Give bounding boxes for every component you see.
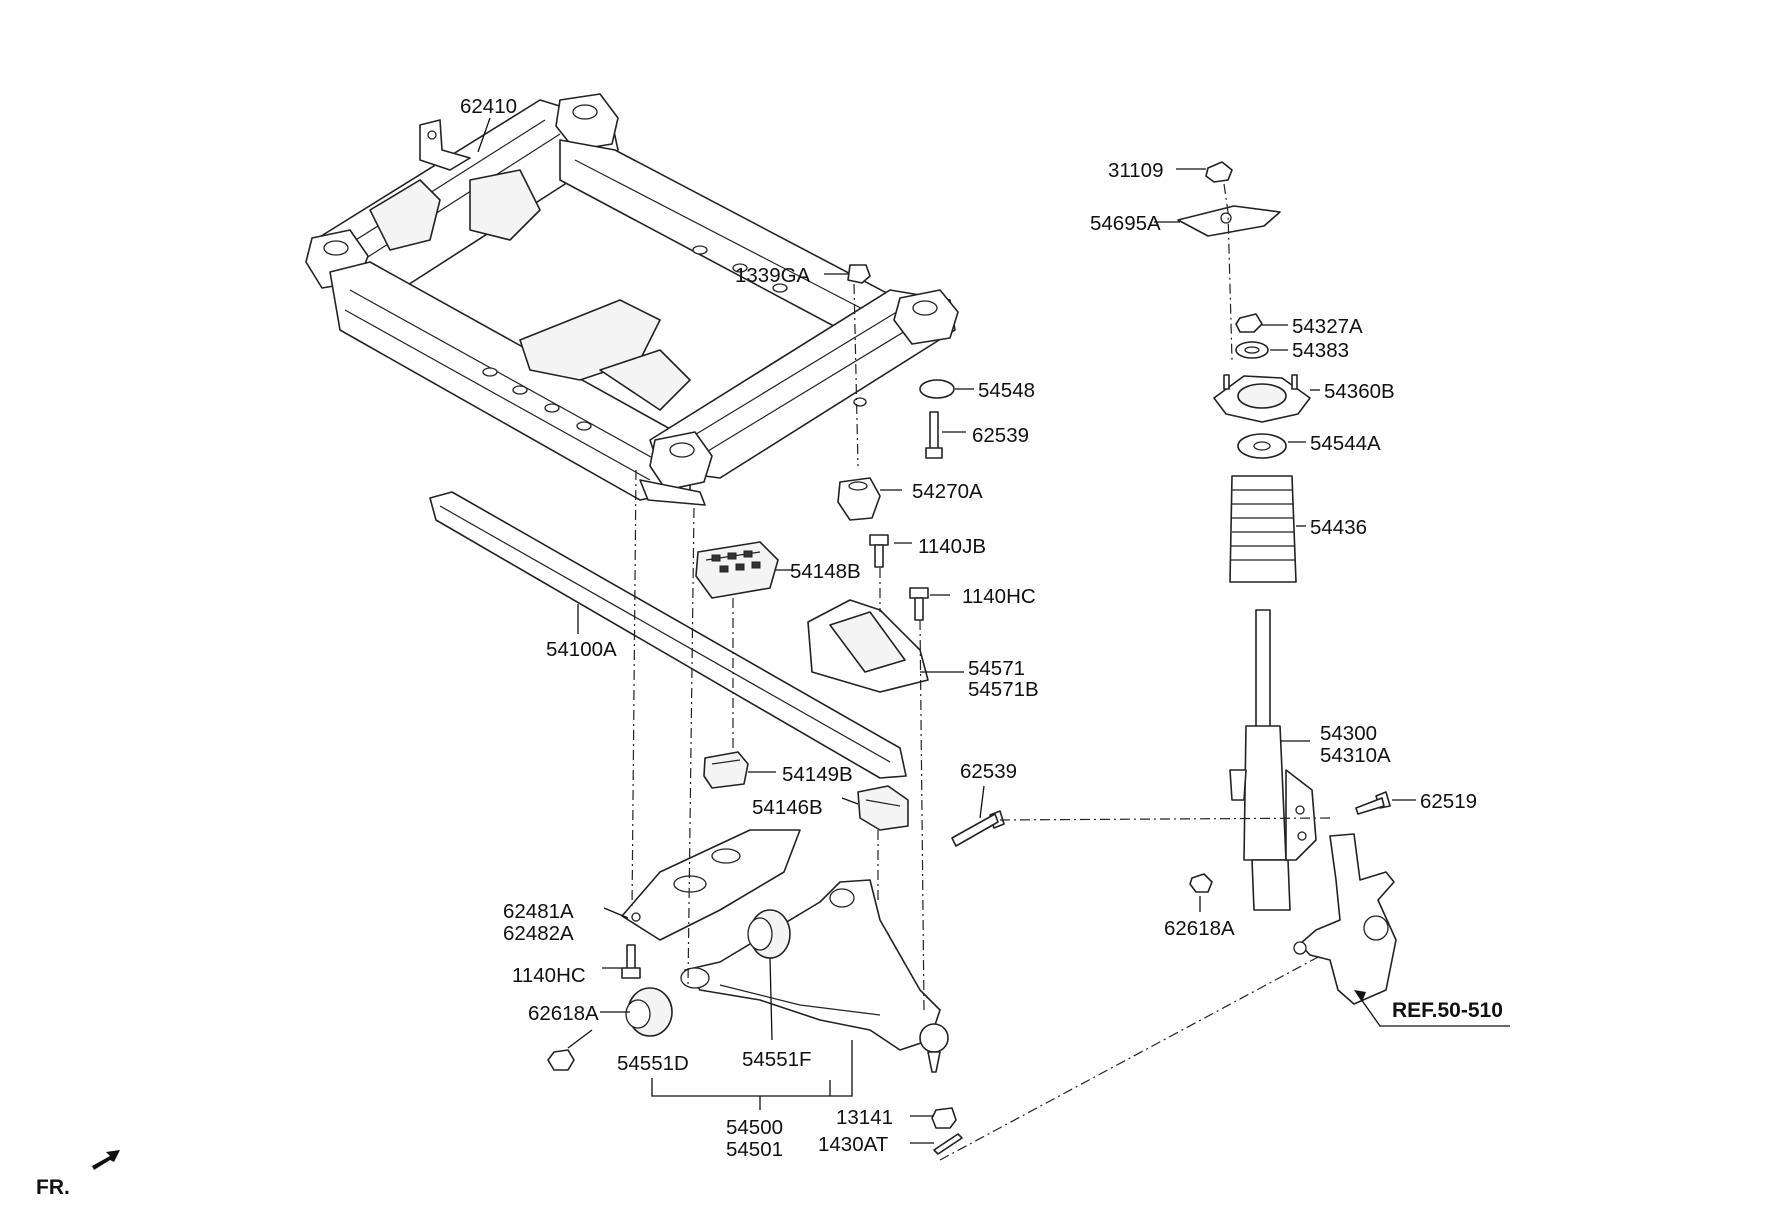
- label-62618A-lower: 62618A: [528, 1002, 599, 1025]
- label-1140HC-lower: 1140HC: [512, 964, 586, 987]
- bushing-54148B: [695, 541, 779, 599]
- bolt-62539-upper: [925, 411, 943, 459]
- bracket-62481A: [621, 829, 801, 941]
- bushing-54551D: [625, 987, 673, 1037]
- label-1140JB: 1140JB: [918, 535, 986, 558]
- label-54501: 54501: [726, 1138, 783, 1161]
- bracket-54571: [807, 599, 929, 693]
- bolt-62539-lower: [951, 810, 1005, 847]
- label-54360B: 54360B: [1324, 380, 1395, 403]
- label-54300: 54300: [1320, 722, 1377, 745]
- label-62410: 62410: [460, 95, 517, 118]
- cotter-pin-1430AT: [933, 1133, 963, 1155]
- label-1140HC-upper: 1140HC: [962, 585, 1036, 608]
- label-54500: 54500: [726, 1116, 783, 1139]
- label-62539-lower: 62539: [960, 760, 1017, 783]
- label-13141: 13141: [836, 1106, 893, 1129]
- label-54571B: 54571B: [968, 678, 1039, 701]
- washer-54383: [1235, 341, 1269, 359]
- bolt-1140HC-lower: [621, 944, 641, 979]
- label-54436: 54436: [1310, 516, 1367, 539]
- label-front: FR.: [36, 1176, 70, 1199]
- strut-54300: [1229, 609, 1317, 911]
- ball-joint: [919, 1023, 949, 1073]
- subframe-62410: [305, 93, 959, 506]
- label-54327A: 54327A: [1292, 315, 1363, 338]
- nut-54327A: [1235, 313, 1263, 333]
- label-ref-50-510: REF.50-510: [1392, 999, 1503, 1022]
- dust-cover-54436: [1229, 475, 1297, 583]
- label-54544A: 54544A: [1310, 432, 1381, 455]
- label-54149B: 54149B: [782, 763, 853, 786]
- label-54383: 54383: [1292, 339, 1349, 362]
- label-1339GA: 1339GA: [735, 264, 811, 287]
- label-54100A: 54100A: [546, 638, 617, 661]
- nut-1339GA: [847, 264, 871, 284]
- label-54310A: 54310A: [1320, 744, 1391, 767]
- label-1430AT: 1430AT: [818, 1133, 889, 1156]
- label-54551F: 54551F: [742, 1048, 812, 1071]
- bolt-1140JB: [869, 534, 889, 568]
- label-54695A: 54695A: [1090, 212, 1161, 235]
- bolt-1140HC-upper: [909, 587, 929, 621]
- label-54548: 54548: [978, 379, 1035, 402]
- bracket-54146B: [857, 785, 909, 831]
- label-54551D: 54551D: [617, 1052, 689, 1075]
- nut-62618A-lower: [547, 1049, 575, 1071]
- nut-13141: [931, 1107, 957, 1129]
- labels: 62410 1339GA 54548 62539 54270A 1140JB 5…: [36, 95, 1503, 1199]
- label-54148B: 54148B: [790, 560, 861, 583]
- bearing-54544A: [1237, 433, 1287, 459]
- label-62519: 62519: [1420, 790, 1477, 813]
- bushing-54149B: [703, 751, 749, 789]
- ref-arrow-head: [1354, 990, 1366, 1002]
- nut-31109: [1205, 161, 1233, 183]
- leader-lines: [477, 117, 1510, 1144]
- stabilizer-bar-54100A: [429, 491, 907, 779]
- label-54571: 54571: [968, 657, 1025, 680]
- nut-62618A-strut: [1189, 873, 1213, 893]
- mount-54360B: [1213, 374, 1311, 423]
- washer-54548: [919, 379, 955, 399]
- mount-54270A: [837, 477, 881, 521]
- label-31109: 31109: [1108, 159, 1163, 182]
- label-62618A-strut: 62618A: [1164, 917, 1235, 940]
- label-54270A: 54270A: [912, 480, 983, 503]
- front-direction-arrow: [92, 1150, 120, 1170]
- center-lines: [631, 183, 1331, 1161]
- label-62482A: 62482A: [503, 922, 574, 945]
- plate-54695A: [1177, 205, 1281, 237]
- bolt-62519: [1355, 791, 1391, 815]
- knuckle-ref-50-510: [1293, 833, 1397, 1005]
- label-62481A: 62481A: [503, 900, 574, 923]
- label-54146B: 54146B: [752, 796, 823, 819]
- label-62539-upper: 62539: [972, 424, 1029, 447]
